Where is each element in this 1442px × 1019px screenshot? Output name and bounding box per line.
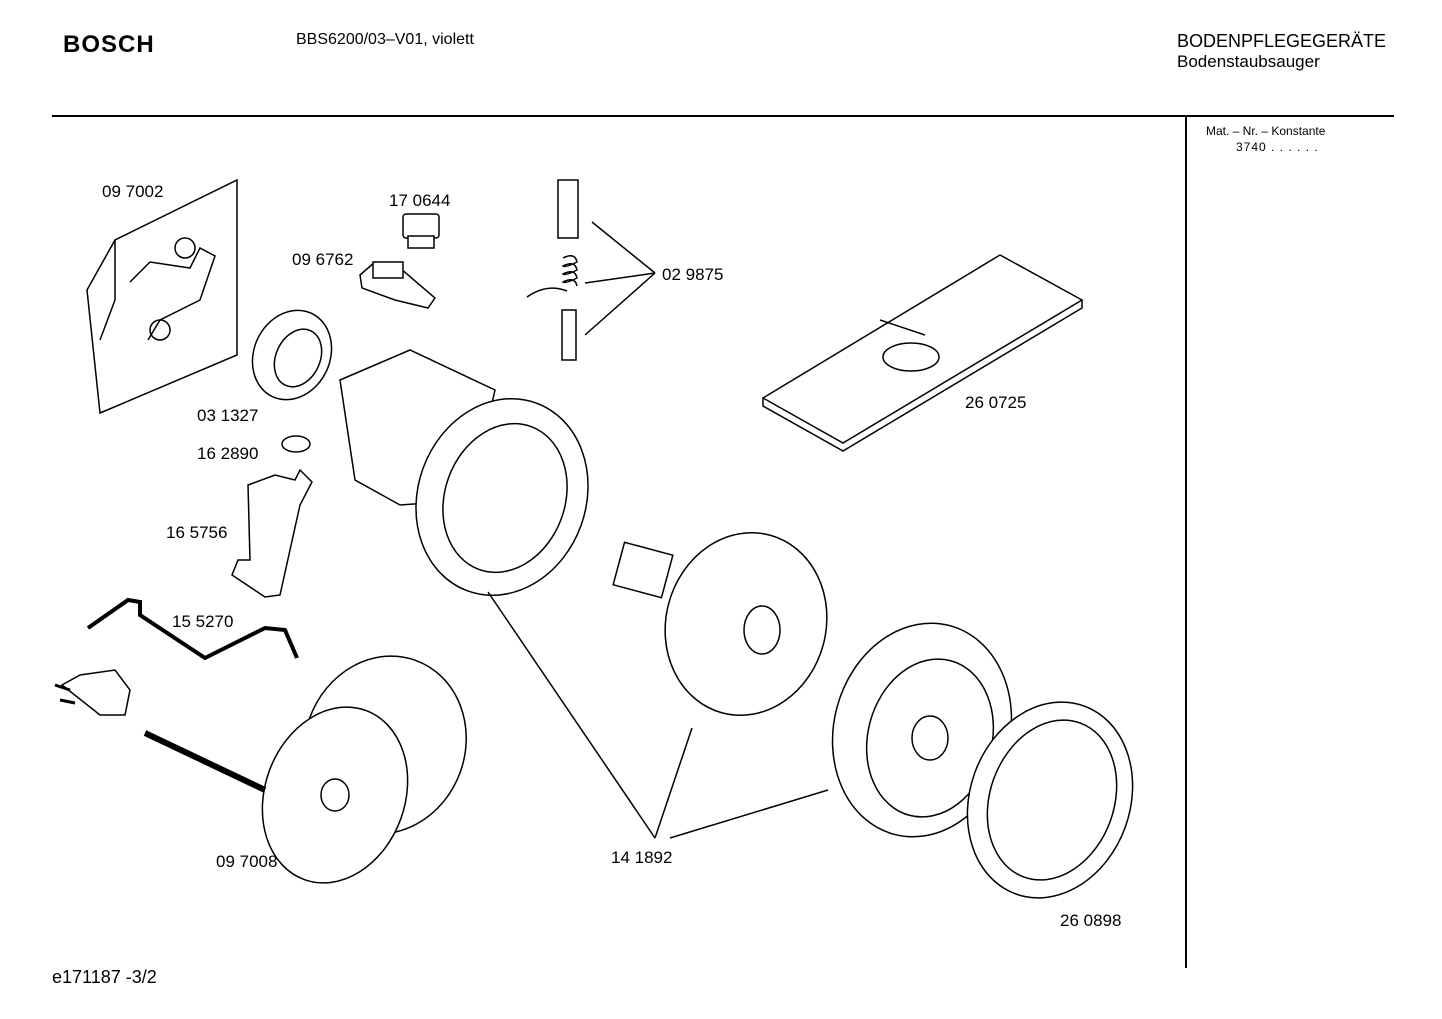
part-label-097002: 09 7002: [102, 182, 164, 201]
part-label-260898: 26 0898: [1060, 911, 1122, 930]
category-title: BODENPFLEGEGERÄTE: [1177, 31, 1387, 51]
leader-lines-141892: [487, 591, 829, 839]
model-number: BBS6200/03–V01, violett: [296, 31, 474, 48]
exploded-parts-diagram: [54, 178, 1134, 899]
part-097002-filter-plate: [86, 178, 238, 415]
header-divider: [52, 115, 1394, 117]
part-label-031327: 03 1327: [197, 406, 259, 425]
part-031327-bearing-ring: [251, 309, 333, 401]
part-097008-cord-reel: [54, 655, 467, 884]
part-260725-filter-mat: [761, 254, 1084, 452]
part-cover-grille: [831, 622, 1013, 838]
part-label-097008: 09 7008: [216, 852, 278, 871]
part-label-096762: 09 6762: [292, 250, 354, 269]
part-029875-carbon-brush: [526, 179, 656, 361]
part-label-029875: 02 9875: [662, 265, 724, 284]
part-label-260725: 26 0725: [965, 393, 1027, 412]
sidebar-divider: [1185, 116, 1187, 968]
mat-value: 3740 . . . . . .: [1236, 140, 1319, 154]
part-260898-seal-ring: [966, 701, 1134, 899]
part-162890-clip: [281, 435, 311, 453]
part-170644-switch-cap: [402, 213, 440, 249]
part-165756-bracket: [231, 468, 313, 598]
part-motor-housing: [339, 349, 589, 597]
part-label-170644: 17 0644: [389, 191, 451, 210]
part-label-162890: 16 2890: [197, 444, 259, 463]
part-096762-switch: [359, 261, 437, 309]
brand-logo: BOSCH: [63, 31, 155, 58]
part-rotor-fan: [612, 532, 828, 716]
part-label-141892: 14 1892: [611, 848, 673, 867]
part-155270-wire-bracket: [86, 597, 299, 661]
part-label-155270: 15 5270: [172, 612, 234, 631]
drawing-code: e171187 -3/2: [52, 967, 157, 987]
part-label-165756: 16 5756: [166, 523, 228, 542]
subcategory-title: Bodenstaubsauger: [1177, 52, 1320, 71]
mat-label: Mat. – Nr. – Konstante: [1206, 124, 1326, 138]
